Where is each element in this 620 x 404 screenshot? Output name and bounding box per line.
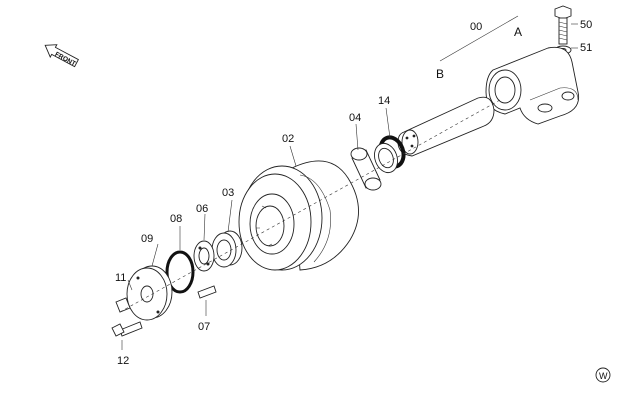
leader-lines bbox=[121, 107, 391, 350]
label-06: 06 bbox=[196, 203, 208, 215]
label-12: 12 bbox=[117, 355, 129, 367]
front-arrow-icon: FRONT bbox=[44, 44, 79, 68]
label-a: A bbox=[514, 25, 522, 39]
roller-part-02 bbox=[238, 160, 359, 271]
label-14: 14 bbox=[378, 95, 390, 107]
label-b: B bbox=[436, 67, 444, 81]
bracket-housing bbox=[485, 46, 580, 125]
pin-part-07 bbox=[197, 285, 217, 299]
label-09: 09 bbox=[141, 233, 153, 245]
collar-part-03 bbox=[211, 230, 243, 268]
bushing-part-04 bbox=[350, 147, 382, 191]
watermark-letter: W bbox=[599, 371, 608, 381]
label-50: 50 bbox=[580, 19, 592, 31]
label-04: 04 bbox=[349, 112, 361, 124]
label-00: 00 bbox=[470, 21, 482, 33]
label-07: 07 bbox=[198, 321, 210, 333]
label-02: 02 bbox=[282, 133, 294, 145]
watermark-badge: W bbox=[595, 367, 611, 383]
bolt-part-12 bbox=[111, 321, 143, 337]
thrust-plate-part-06 bbox=[193, 240, 215, 272]
shaft bbox=[397, 96, 495, 157]
bolt-part-50 bbox=[554, 5, 572, 45]
o-ring-part-08 bbox=[165, 250, 195, 294]
label-03: 03 bbox=[222, 187, 234, 199]
assembly-reference-line bbox=[439, 15, 519, 62]
label-08: 08 bbox=[170, 213, 182, 225]
seal-part-14 bbox=[374, 135, 406, 174]
cover-part-09 bbox=[126, 265, 173, 321]
label-11: 11 bbox=[115, 272, 126, 284]
label-51: 51 bbox=[580, 42, 592, 54]
